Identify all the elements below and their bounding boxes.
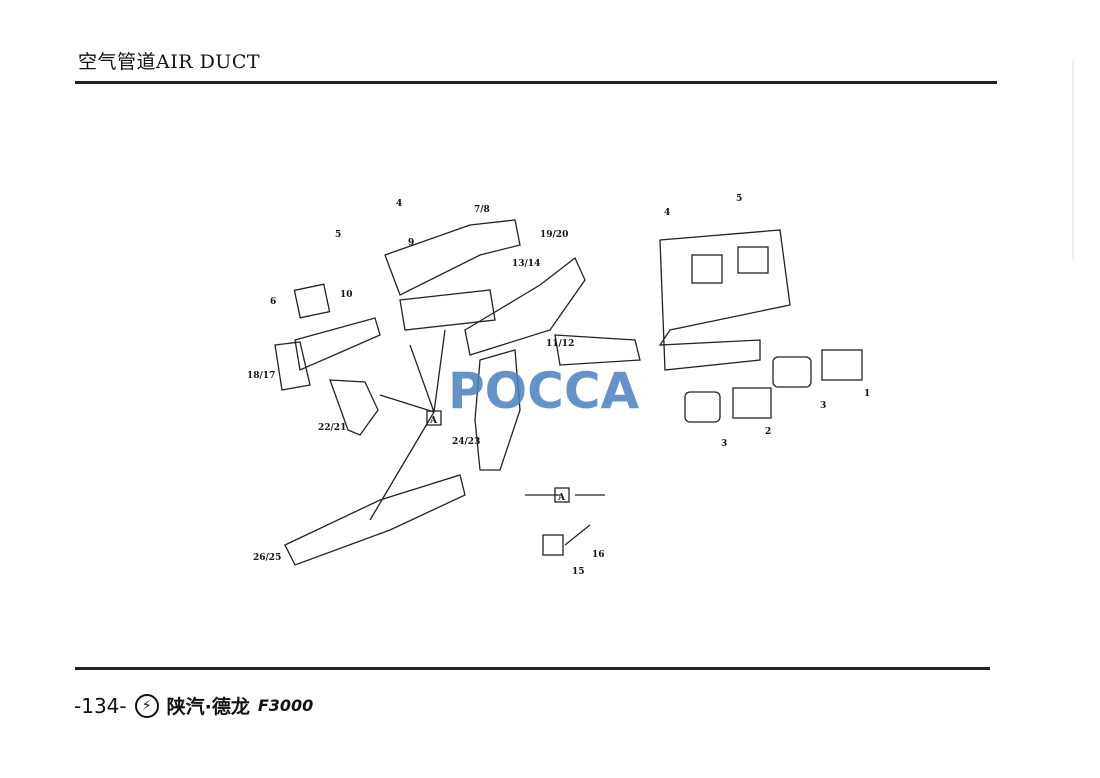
callout: 7/8 [474, 205, 490, 215]
duct-24 [474, 349, 521, 471]
duct-22 [329, 379, 379, 436]
callout: 3 [721, 439, 727, 449]
callout: 22/21 [318, 423, 346, 433]
leader-lines [369, 329, 605, 521]
callout: 13/14 [512, 259, 540, 269]
duct-19 [464, 256, 586, 356]
callout: 11/12 [546, 339, 574, 349]
upper-duct [384, 219, 521, 296]
callout: 4 [664, 208, 670, 218]
callout: A [557, 493, 566, 503]
dash-vent-left [691, 254, 723, 284]
model-name: F3000 [257, 696, 314, 715]
callout: A [429, 416, 438, 426]
left-duct [294, 317, 381, 371]
callout: 26/25 [253, 553, 281, 563]
dash-vent-right [737, 246, 769, 274]
vent-6 [293, 283, 331, 319]
left-end-18 [274, 341, 311, 391]
page-edge [1072, 60, 1074, 260]
callout: 2 [765, 427, 771, 437]
page-number: -134- [74, 693, 127, 718]
vent-1 [821, 349, 863, 381]
center-duct [399, 289, 496, 331]
bezel-3b [772, 356, 812, 388]
callout: 5 [736, 194, 742, 204]
callout: 10 [340, 290, 353, 300]
ref-box-a [426, 410, 442, 426]
footer-divider [75, 667, 990, 670]
watermark: POCCA [448, 362, 640, 420]
callout: 15 [572, 567, 585, 577]
callout: 3 [820, 401, 826, 411]
brand-name: 陕汽·德龙 [166, 696, 250, 718]
clip-15 [542, 534, 564, 556]
callout: 9 [408, 238, 414, 248]
bezel-3a [684, 391, 721, 423]
callout: 24/23 [452, 437, 480, 447]
floor-duct-26 [284, 474, 466, 566]
page-title: 空气管道AIR DUCT [78, 51, 261, 73]
callout: 6 [270, 297, 276, 307]
brand-logo-icon: ⚡ [134, 693, 159, 718]
ref-box-a-detail [554, 487, 570, 503]
header-divider [75, 81, 997, 84]
callout-labels: 4 5 9 7/8 19/20 13/14 10 6 18/17 11/12 2… [247, 194, 870, 577]
duct-11 [554, 334, 641, 366]
callout: 18/17 [247, 371, 275, 381]
callout: 5 [335, 230, 341, 240]
callout: 4 [396, 199, 402, 209]
callout: 16 [592, 550, 605, 560]
vent-2 [732, 387, 772, 419]
duct-parts [274, 219, 863, 566]
callout: 19/20 [540, 230, 568, 240]
page-footer: -134- ⚡ 陕汽·德龙 F3000 [74, 692, 313, 719]
dashboard [658, 229, 791, 371]
callout: 1 [864, 389, 870, 399]
bolt-16 [564, 524, 591, 546]
